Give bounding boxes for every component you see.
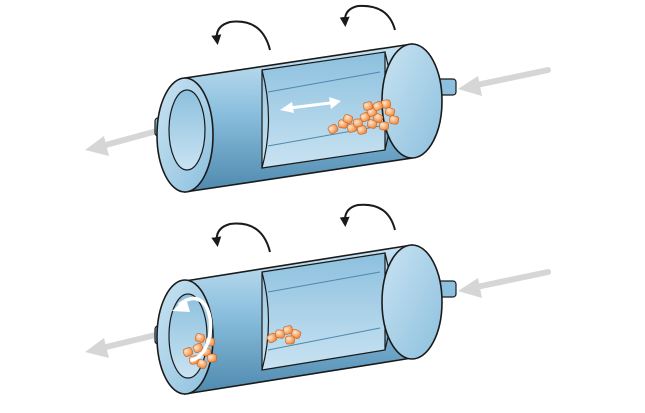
particle — [356, 125, 368, 135]
particle — [275, 329, 285, 339]
particle — [372, 100, 384, 112]
panel-bottom — [85, 203, 551, 395]
particle — [327, 123, 339, 135]
particle — [379, 121, 389, 131]
particle — [384, 107, 396, 117]
particle — [282, 325, 294, 335]
flow-in-arrow-top — [458, 67, 551, 96]
particle — [362, 101, 374, 111]
particle-cluster-bottom — [182, 325, 302, 370]
particle — [342, 114, 354, 124]
rotate-counterclockwise-icon — [339, 4, 396, 31]
cap-right-top — [381, 43, 443, 159]
cap-right-bottom — [381, 244, 443, 360]
swirl-arrow-icon — [172, 296, 213, 362]
particle — [285, 335, 295, 345]
flow-in-arrow-bottom — [458, 269, 551, 298]
particle — [372, 112, 384, 124]
rotate-counterclockwise-icon — [339, 203, 396, 231]
particle — [196, 358, 208, 370]
particle — [207, 353, 217, 363]
particle — [182, 347, 194, 357]
particle — [366, 119, 378, 129]
panel-top — [85, 4, 551, 193]
particle — [194, 333, 206, 343]
rotate-counterclockwise-icon — [211, 222, 271, 253]
double-arrow-icon — [280, 97, 341, 113]
particle-cluster-top — [327, 99, 399, 135]
particle — [389, 115, 399, 125]
particle — [192, 342, 204, 354]
rotate-counterclockwise-icon — [211, 20, 271, 51]
inner-tube-bottom — [261, 252, 386, 371]
